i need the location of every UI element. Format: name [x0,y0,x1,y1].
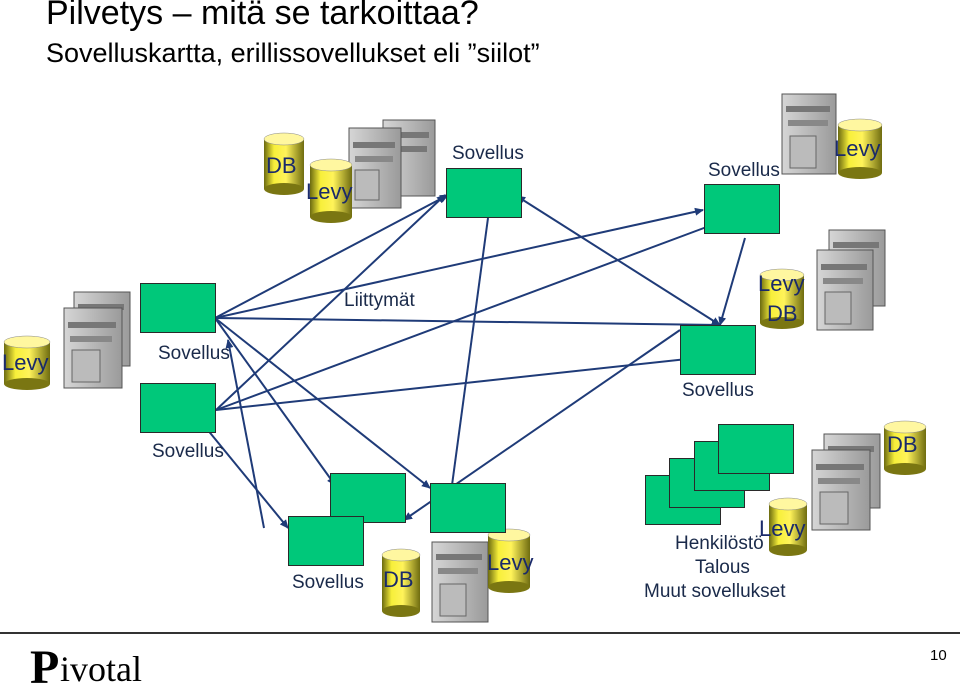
footer-divider [0,632,960,634]
app-box-bottom-center [430,483,506,533]
server-icon [811,433,881,531]
app-box-left-upper [140,283,216,333]
disk-db-cylinder [759,268,805,329]
app-box-bottom-stack-2 [288,516,364,566]
label-db: DB [887,432,918,457]
server-icon [816,229,886,331]
db-cylinder [883,420,927,475]
label-db: DB [383,567,414,592]
edge [215,352,716,411]
label-sovellus-left: Sovellus [158,343,230,364]
label-levy: Levy [758,271,805,296]
edge [215,221,721,411]
edge [214,317,431,489]
edge [225,339,265,529]
label-henkilosto: Henkilöstö [675,533,764,554]
app-box-hr-4 [718,424,794,474]
label-sovellus-top-center: Sovellus [452,143,524,164]
label-levy: Levy [834,136,881,161]
slide-subtitle: Sovelluskartta, erillissovellukset eli ”… [46,38,540,68]
label-levy: Levy [2,350,49,375]
disk-cylinder [768,497,808,556]
edge [215,194,446,411]
label-talous: Talous [695,557,750,578]
label-db: DB [266,153,297,178]
edge [516,195,721,326]
server-icon [431,541,489,623]
edge [214,317,336,486]
server-icon [63,291,131,389]
logo-initial: P [30,641,60,694]
logo-text: ivotal [60,649,142,689]
pivotal-logo: P ivotal [30,641,150,694]
db-cylinder [263,132,305,195]
disk-cylinder [3,335,51,390]
app-box-left-lower [140,383,216,433]
label-sovellus-top-right: Sovellus [708,160,780,181]
disk-cylinder [837,118,883,179]
app-box-bottom-stack-1 [330,473,406,523]
app-box-right-middle [680,325,756,375]
label-db: DB [767,301,798,326]
label-levy: Levy [487,550,534,575]
edge [207,194,449,322]
label-sovellus-left-lower: Sovellus [152,441,224,462]
label-levy: Levy [306,179,353,204]
app-box-top-right [704,184,780,234]
label-liittymat: Liittymät [344,290,415,311]
label-levy: Levy [759,516,806,541]
slide-title: Pilvetys – mitä se tarkoittaa? [46,0,479,32]
disk-cylinder [309,158,353,223]
server-icon [781,93,837,175]
edge [447,217,489,501]
db-cylinder [381,548,421,617]
label-sovellus-right-middle: Sovellus [682,380,754,401]
edge [718,237,746,326]
app-box-top-center [446,168,522,218]
page-number: 10 [930,647,947,664]
label-sovellus-bottom: Sovellus [292,572,364,593]
server-icon [348,119,436,209]
edge [214,317,721,329]
edge [214,207,704,319]
label-muut-sovellukset: Muut sovellukset [644,581,786,602]
